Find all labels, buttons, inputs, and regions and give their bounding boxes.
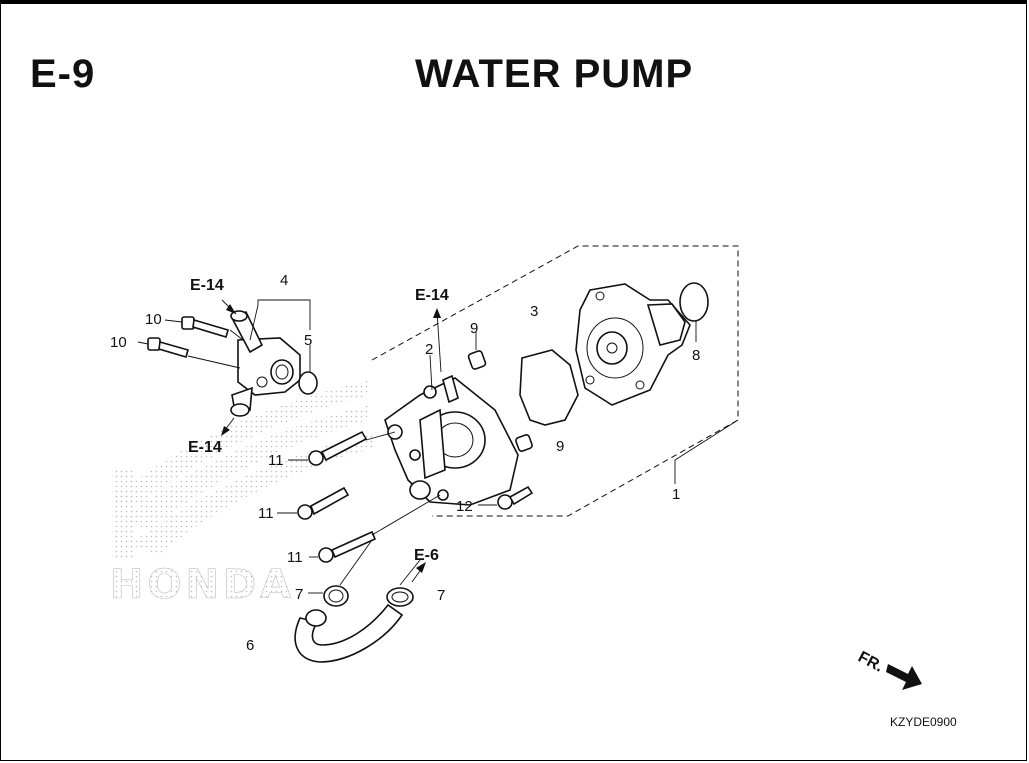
front-direction-marker: FR. [855,649,922,690]
callout-6: 6 [246,637,254,654]
callout-9-upper: 9 [470,320,478,337]
callout-10-lower: 10 [110,334,127,351]
callout-10-upper: 10 [145,311,162,328]
callout-12: 12 [456,498,473,515]
hose-clamp-7-right [386,587,414,607]
section-code: E-9 [30,52,96,96]
dowel-pin-9-upper [467,350,487,370]
honda-watermark-logo: HONDA [110,380,375,608]
callout-1-leader [674,419,739,484]
drawing-code: KZYDE0900 [890,715,957,729]
callout-1: 1 [672,486,680,503]
pump-cover-part [384,374,519,506]
reference-arrows [221,299,442,583]
callout-9-lower: 9 [556,438,564,455]
pump-body-part [575,283,691,406]
hose-end-left [305,609,327,627]
assembly-outline [371,245,739,517]
front-arrow-icon [886,664,922,690]
reference-e14-top-center: E-14 [415,287,449,304]
callout-8: 8 [692,347,700,364]
o-ring-8 [679,282,709,322]
callout-11-lower: 11 [287,549,303,566]
callout-11-upper: 11 [268,452,284,469]
bolt-11-lower [318,530,377,563]
page-title: WATER PUMP [415,52,694,96]
joint-housing-part [230,310,301,417]
bolt-11-upper [308,430,368,466]
callout-3: 3 [530,303,538,320]
callout-11-middle: 11 [258,505,274,522]
front-direction-label: FR. [855,649,886,676]
bolt-10-upper [181,316,229,339]
callout-7-left: 7 [295,586,303,603]
bolt-12 [497,485,534,510]
bolt-11-middle [297,486,350,520]
dowel-pin-9-lower [515,434,533,452]
callout-2: 2 [425,341,433,358]
hose-clamp-7-left [323,585,349,607]
reference-e6: E-6 [414,547,439,564]
water-hose-6 [294,603,404,663]
callout-7-right: 7 [437,587,445,604]
callout-4: 4 [280,272,288,289]
gasket-3 [519,349,579,426]
callout-5: 5 [304,332,312,349]
watermark-lettering: HONDA [110,562,295,608]
o-ring-5 [298,371,318,395]
bolt-10-lower [147,337,189,358]
reference-e14-top-left: E-14 [190,277,224,294]
leader-lines [137,299,697,594]
reference-e14-bottom-left: E-14 [188,439,222,456]
